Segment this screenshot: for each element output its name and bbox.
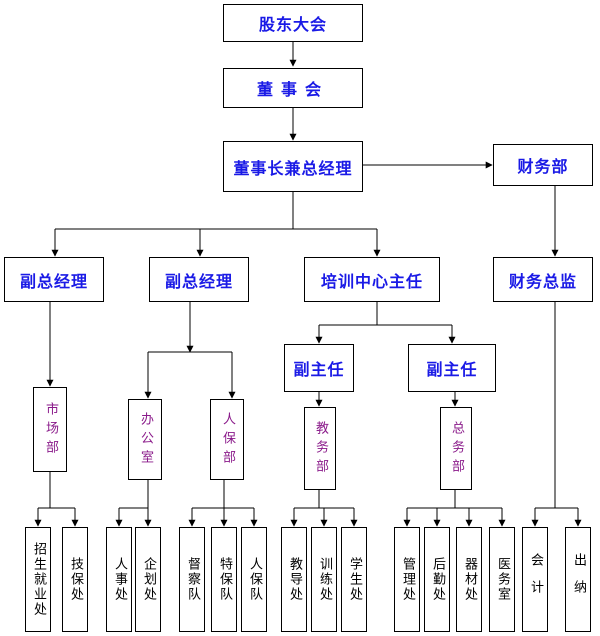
leaf-label: 会计 xyxy=(528,552,543,607)
leaf-label: 医务室 xyxy=(495,557,510,602)
node-label: 董事长兼总经理 xyxy=(233,158,353,178)
node-label: 副主任 xyxy=(293,360,345,379)
leaf-label: 招生就业处 xyxy=(31,542,46,617)
leaf-inspection-team: 督察队 xyxy=(179,527,205,632)
leaf-label: 教导处 xyxy=(287,557,302,602)
leaf-personal-guard: 人保队 xyxy=(241,527,267,632)
node-vp-1: 副总经理 xyxy=(4,257,104,302)
leaf-teaching-office: 教导处 xyxy=(281,527,307,632)
leaf-personnel: 人事处 xyxy=(106,527,132,632)
leaf-label: 器材处 xyxy=(462,557,477,602)
node-hr-dept: 人保部 xyxy=(210,399,244,480)
node-label: 副总经理 xyxy=(19,271,88,291)
node-shareholders: 股东大会 xyxy=(223,4,363,42)
node-label: 副总经理 xyxy=(164,271,233,291)
leaf-label: 人保队 xyxy=(247,557,262,602)
node-board: 董事会 xyxy=(223,68,363,108)
leaf-tech-security: 技保处 xyxy=(62,527,88,632)
node-training-director: 培训中心主任 xyxy=(304,257,440,302)
node-label: 副主任 xyxy=(426,360,478,379)
node-chairman: 董事长兼总经理 xyxy=(223,141,363,192)
leaf-label: 学生处 xyxy=(347,557,362,602)
leaf-label: 出纳 xyxy=(571,552,586,607)
leaf-label: 管理处 xyxy=(400,557,415,602)
node-office: 办公室 xyxy=(128,399,162,480)
leaf-management-office: 管理处 xyxy=(394,527,420,632)
leaf-cashier: 出纳 xyxy=(565,527,591,632)
node-label: 股东大会 xyxy=(258,15,327,34)
node-label: 人保部 xyxy=(220,412,235,469)
leaf-planning: 企划处 xyxy=(135,527,161,632)
node-label: 总务部 xyxy=(449,421,464,478)
leaf-label: 企划处 xyxy=(141,557,156,602)
leaf-label: 后勤处 xyxy=(430,557,445,602)
node-deputy-1: 副主任 xyxy=(284,344,354,392)
node-label: 财务总监 xyxy=(508,271,577,291)
node-label: 董事会 xyxy=(256,80,329,99)
node-finance-dept: 财务部 xyxy=(493,144,593,186)
leaf-recruitment: 招生就业处 xyxy=(25,527,51,632)
leaf-logistics: 后勤处 xyxy=(424,527,450,632)
leaf-training-office: 训练处 xyxy=(311,527,337,632)
node-general-dept: 总务部 xyxy=(440,407,472,490)
leaf-accounting: 会计 xyxy=(522,527,548,632)
leaf-label: 人事处 xyxy=(112,557,127,602)
leaf-special-guard: 特保队 xyxy=(211,527,237,632)
node-label: 财务部 xyxy=(517,157,569,176)
node-label: 办公室 xyxy=(138,412,153,469)
leaf-label: 技保处 xyxy=(68,557,83,602)
node-market-dept: 市场部 xyxy=(33,387,67,472)
leaf-equipment: 器材处 xyxy=(456,527,482,632)
leaf-label: 督察队 xyxy=(185,557,200,602)
leaf-label: 特保队 xyxy=(217,557,232,602)
node-finance-director: 财务总监 xyxy=(493,257,593,302)
leaf-clinic: 医务室 xyxy=(489,527,515,632)
node-label: 市场部 xyxy=(43,402,58,459)
leaf-student-office: 学生处 xyxy=(341,527,367,632)
node-label: 教务部 xyxy=(313,421,328,478)
node-teaching-dept: 教务部 xyxy=(304,407,336,490)
node-label: 培训中心主任 xyxy=(320,271,423,291)
node-vp-2: 副总经理 xyxy=(149,257,249,302)
leaf-label: 训练处 xyxy=(317,557,332,602)
node-deputy-2: 副主任 xyxy=(408,344,496,392)
